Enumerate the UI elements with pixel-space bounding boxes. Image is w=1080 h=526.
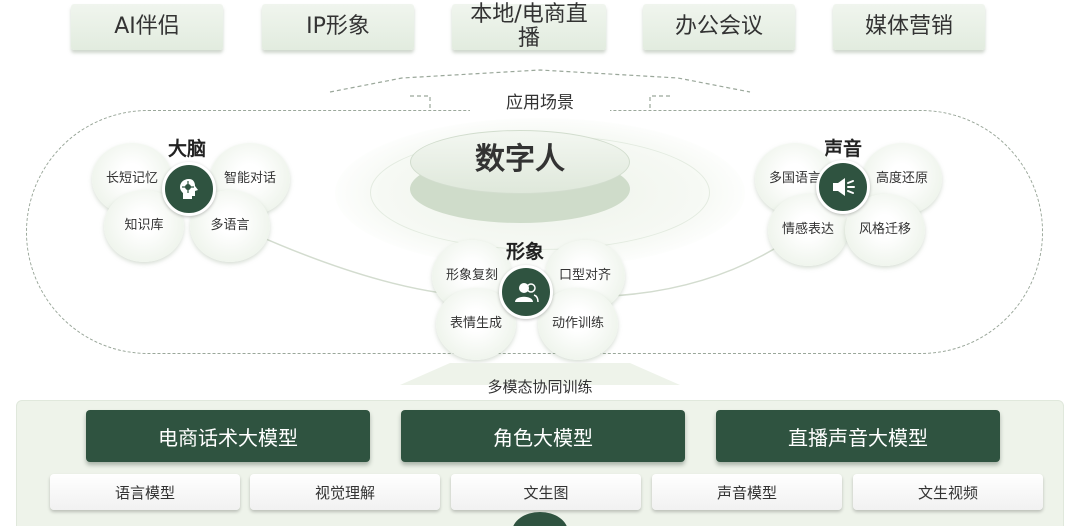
scene-label: 应用场景: [470, 88, 610, 113]
scene-funnel: [329, 69, 751, 110]
person-icon: [499, 265, 553, 319]
collab-arrow: [400, 363, 680, 385]
bottom-node: [512, 512, 568, 526]
cap-language-model: 语言模型: [50, 474, 240, 510]
model-ecommerce-script: 电商话术大模型: [86, 410, 370, 462]
model-live-voice: 直播声音大模型: [716, 410, 1000, 462]
model-role: 角色大模型: [401, 410, 685, 462]
cap-text-to-video: 文生视频: [853, 474, 1043, 510]
brain-head-icon: [162, 162, 216, 216]
cap-voice-model: 声音模型: [652, 474, 842, 510]
cap-visual-understanding: 视觉理解: [250, 474, 440, 510]
app-ai-companion: AI伴侣: [71, 4, 223, 50]
app-ip-image: IP形象: [262, 4, 414, 50]
core-disc: [410, 130, 630, 194]
collab-label: 多模态协同训练: [487, 378, 593, 396]
app-media-marketing: 媒体营销: [833, 4, 985, 50]
speaker-icon: [816, 160, 870, 214]
image-title: 形象: [506, 241, 545, 263]
app-office-meeting: 办公会议: [643, 4, 795, 50]
app-live-commerce: 本地/电商直播: [452, 3, 606, 51]
voice-title: 声音: [824, 138, 863, 160]
brain-title: 大脑: [168, 138, 207, 160]
core-title: 数字人: [475, 142, 565, 177]
cap-text-to-image: 文生图: [451, 474, 641, 510]
